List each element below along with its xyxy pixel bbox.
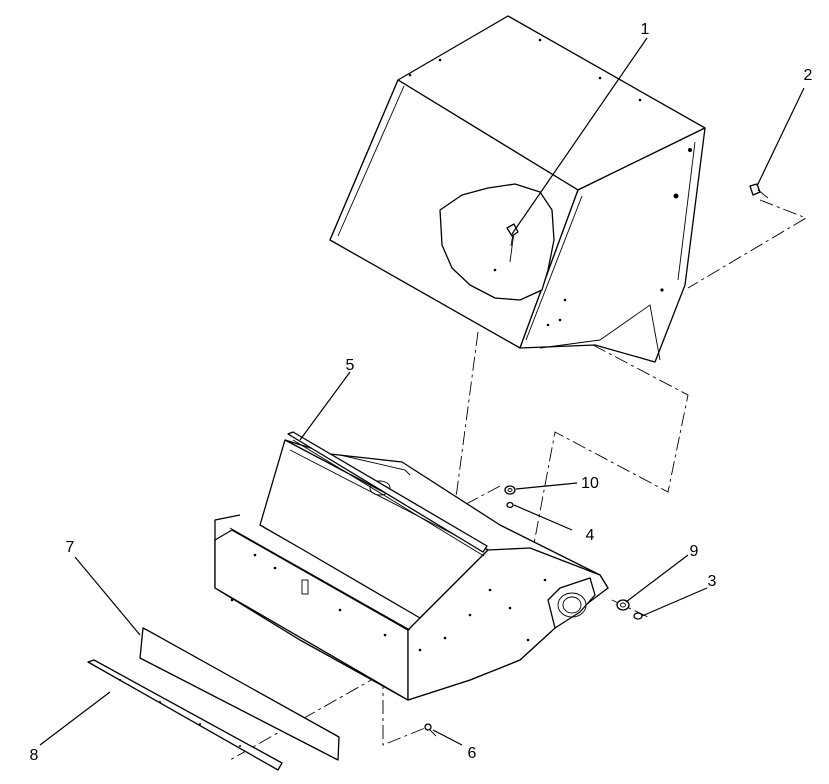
part-9-washer bbox=[616, 599, 630, 611]
part-4-nut bbox=[506, 501, 514, 509]
part-7-flap bbox=[139, 627, 340, 761]
callout-1: 1 bbox=[641, 21, 650, 38]
housing-port bbox=[547, 577, 596, 629]
callout-labels: 1 2 3 4 5 6 7 8 9 10 bbox=[30, 21, 813, 764]
callout-8: 8 bbox=[30, 747, 39, 764]
housing-front-face bbox=[214, 529, 409, 701]
callout-7: 7 bbox=[66, 539, 75, 556]
callout-10: 10 bbox=[581, 475, 599, 492]
callout-9: 9 bbox=[690, 543, 699, 560]
leader-6 bbox=[432, 729, 463, 746]
leader-2 bbox=[756, 87, 805, 187]
part-6-screw bbox=[424, 723, 437, 737]
part-5-rail bbox=[287, 431, 488, 557]
leader-lines bbox=[39, 37, 805, 746]
callout-3: 3 bbox=[708, 573, 717, 590]
callout-6: 6 bbox=[468, 745, 477, 762]
leader-3 bbox=[641, 587, 708, 617]
lower-housing bbox=[214, 439, 609, 701]
hood-side-panel bbox=[519, 127, 706, 363]
leader-4 bbox=[513, 504, 573, 531]
part-10-washer bbox=[504, 485, 516, 495]
callout-2: 2 bbox=[804, 67, 813, 84]
leader-7 bbox=[74, 556, 141, 636]
callout-5: 5 bbox=[346, 357, 355, 374]
part-3-nut bbox=[633, 612, 643, 620]
callout-4: 4 bbox=[586, 527, 595, 544]
leader-8 bbox=[39, 691, 111, 746]
hood-cover bbox=[329, 15, 706, 363]
hood-cutaway-window bbox=[439, 183, 555, 301]
part-1-bolt bbox=[506, 223, 519, 247]
housing-right-side bbox=[407, 547, 609, 701]
leader-10 bbox=[515, 482, 578, 490]
leader-1 bbox=[511, 37, 648, 235]
leader-5 bbox=[299, 371, 351, 441]
part-2-bolt bbox=[749, 183, 769, 199]
part-8-strip bbox=[87, 659, 283, 771]
leader-9 bbox=[625, 554, 689, 603]
